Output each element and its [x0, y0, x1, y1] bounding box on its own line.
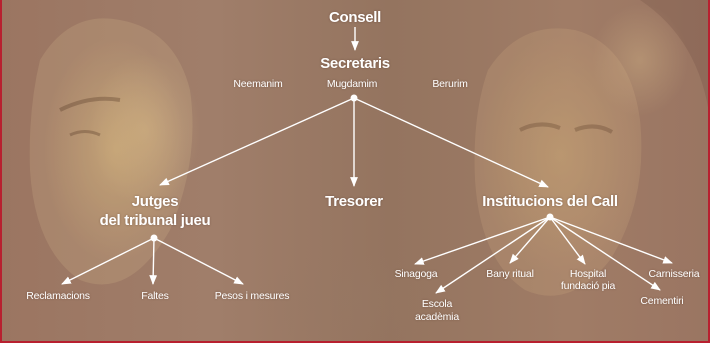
node-berurim: Berurim	[432, 78, 468, 90]
edge-inst-sinagoga	[414, 216, 551, 265]
node-jutges-subtitle: del tribunal jueu	[99, 212, 211, 229]
edge-inst-bany	[509, 216, 551, 264]
frame-border-bottom	[0, 341, 710, 343]
frame-border-left	[0, 0, 2, 343]
node-sinagoga: Sinagoga	[394, 268, 438, 280]
edge-jutges-pesos	[153, 237, 244, 285]
hub-dot-jutges	[150, 234, 158, 242]
node-institucions: Institucions del Call	[482, 193, 618, 210]
edge-hub-jutges	[159, 97, 355, 186]
node-reclamacions: Reclamacions	[26, 290, 90, 302]
node-pesos: Pesos i mesures	[214, 290, 290, 302]
edge-inst-carnisseria	[549, 216, 673, 264]
node-escola-line2: acadèmia	[415, 311, 459, 323]
node-escola-line1: Escola	[421, 298, 453, 310]
node-tresorer: Tresorer	[325, 193, 383, 210]
node-neemanim: Neemanim	[233, 78, 283, 90]
node-carnisseria: Carnisseria	[648, 268, 700, 280]
node-hospital-line2: fundació pia	[560, 280, 616, 292]
edge-jutges-faltes	[149, 237, 158, 285]
edge-inst-hospital	[549, 216, 586, 265]
edge-hub-institucions	[353, 97, 549, 188]
node-faltes: Faltes	[141, 290, 169, 302]
node-jutges-title: Jutges	[131, 193, 179, 210]
hub-dot-institucions	[546, 213, 554, 221]
edge-inst-escola	[435, 216, 551, 294]
node-mugdamim: Mugdamim	[326, 78, 378, 90]
node-bany: Bany ritual	[486, 268, 534, 280]
node-cementiri: Cementiri	[640, 295, 684, 307]
node-consell: Consell	[328, 9, 382, 26]
frame-border-right	[708, 0, 710, 343]
edge-jutges-reclamacions	[61, 237, 155, 285]
node-hospital-line1: Hospital	[569, 268, 607, 280]
hub-dot-secretaris	[350, 94, 358, 102]
node-secretaris: Secretaris	[320, 55, 390, 72]
edge-inst-cementiri	[549, 216, 661, 291]
